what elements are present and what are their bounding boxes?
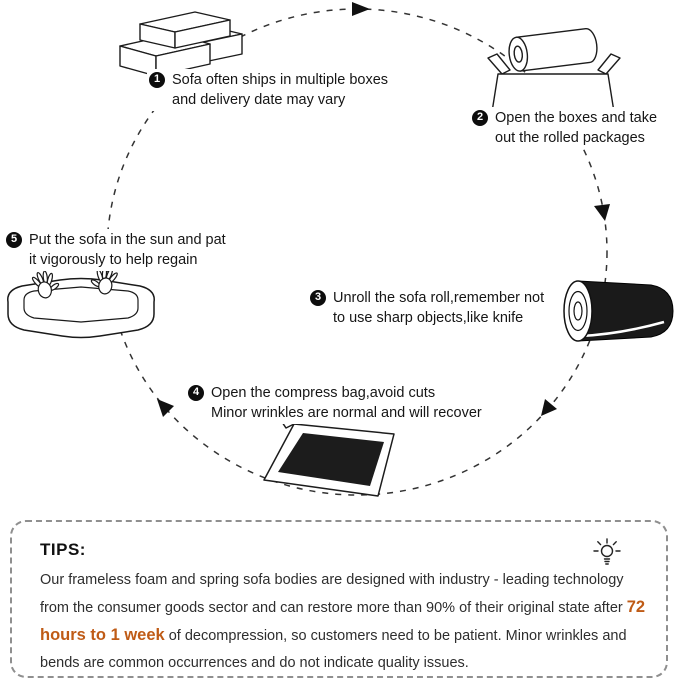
step-3-number: 3: [310, 290, 326, 306]
tips-highlight: 72 hours to 1 week: [40, 598, 646, 644]
step-2-number: 2: [472, 110, 488, 126]
arrow-top-icon: [352, 2, 370, 16]
tips-heading: TIPS:: [40, 540, 86, 559]
compress-bag-illustration: [258, 414, 408, 502]
tips-panel: TIPS: Our frameless foam and spring sofa…: [10, 520, 668, 678]
arrow-lower-right-icon: [541, 399, 557, 416]
step-4-number: 4: [188, 385, 204, 401]
sofa-patting-illustration: [0, 256, 162, 348]
arrow-right-icon: [594, 204, 610, 221]
tips-body: Our frameless foam and spring sofa bodie…: [40, 567, 652, 677]
tips-body-before: Our frameless foam and spring sofa bodie…: [40, 572, 627, 616]
open-box-roll-illustration: [486, 16, 622, 114]
arrow-lower-left-icon: [157, 399, 174, 417]
step-5-number: 5: [6, 232, 22, 248]
step-1-number: 1: [149, 72, 165, 88]
shipping-boxes-illustration: [112, 4, 260, 84]
tips-body-after: of decompression, so customers need to b…: [40, 628, 627, 671]
bulb-icon: [592, 538, 622, 573]
sofa-roll-illustration: [561, 272, 679, 350]
